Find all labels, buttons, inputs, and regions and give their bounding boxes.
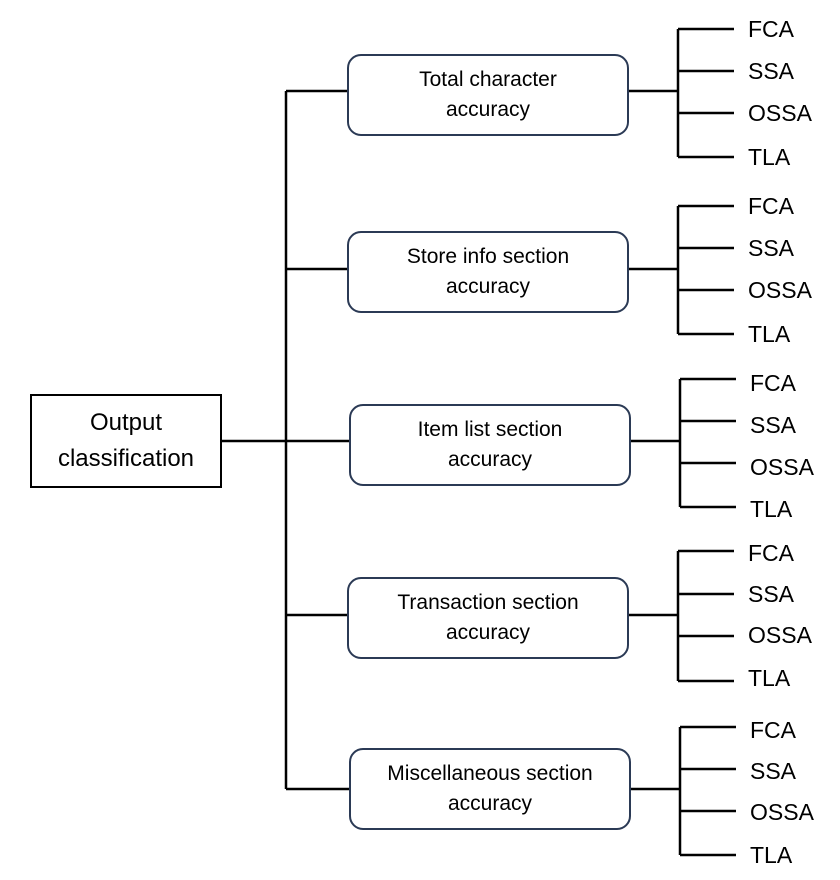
- leaf-label-ssa: SSA: [750, 758, 797, 784]
- category-label-line2: accuracy: [447, 448, 533, 471]
- root-node-output-classification: Output classification: [30, 394, 222, 488]
- category-label-line2: accuracy: [445, 275, 530, 298]
- category-node-store-info-section-accuracy: Store info section accuracy: [347, 231, 629, 313]
- root-label-line2: classification: [57, 445, 195, 472]
- leaf-label-fca: FCA: [750, 370, 796, 396]
- leaf-label-tla: TLA: [748, 321, 791, 347]
- category-node-transaction-section-accuracy: Transaction section accuracy: [347, 577, 629, 659]
- leaf-label-fca: FCA: [750, 717, 796, 743]
- leaf-label-tla: TLA: [750, 496, 793, 522]
- leaf-label-ssa: SSA: [748, 581, 795, 607]
- leaf-label-ossa: OSSA: [748, 100, 812, 126]
- leaf-label-ossa: OSSA: [748, 277, 812, 303]
- leaf-label-ossa: OSSA: [750, 799, 814, 825]
- leaf-label-ssa: SSA: [750, 412, 797, 438]
- category-label-line1: Store info section: [406, 245, 570, 268]
- category-label-line1: Miscellaneous section: [387, 762, 593, 785]
- category-label-line2: accuracy: [445, 621, 531, 644]
- leaf-label-tla: TLA: [748, 144, 791, 170]
- root-label-line1: Output: [89, 409, 163, 436]
- category-node-total-character-accuracy: Total character accuracy: [347, 54, 629, 136]
- category-node-miscellaneous-section-accuracy: Miscellaneous section accuracy: [349, 748, 631, 830]
- category-label-line2: accuracy: [445, 98, 530, 121]
- leaf-label-ossa: OSSA: [748, 622, 812, 648]
- leaf-label-ossa: OSSA: [750, 454, 814, 480]
- leaf-label-fca: FCA: [748, 193, 794, 219]
- leaf-label-tla: TLA: [750, 842, 793, 868]
- leaf-label-fca: FCA: [748, 540, 794, 566]
- leaf-label-ssa: SSA: [748, 235, 795, 261]
- category-label-line1: Total character: [419, 68, 557, 91]
- leaf-label-ssa: SSA: [748, 58, 795, 84]
- category-label-line1: Transaction section: [397, 591, 579, 614]
- category-label-line1: Item list section: [417, 418, 563, 441]
- category-node-item-list-section-accuracy: Item list section accuracy: [349, 404, 631, 486]
- leaf-label-tla: TLA: [748, 665, 791, 691]
- leaf-label-fca: FCA: [748, 16, 794, 42]
- category-label-line2: accuracy: [447, 792, 533, 815]
